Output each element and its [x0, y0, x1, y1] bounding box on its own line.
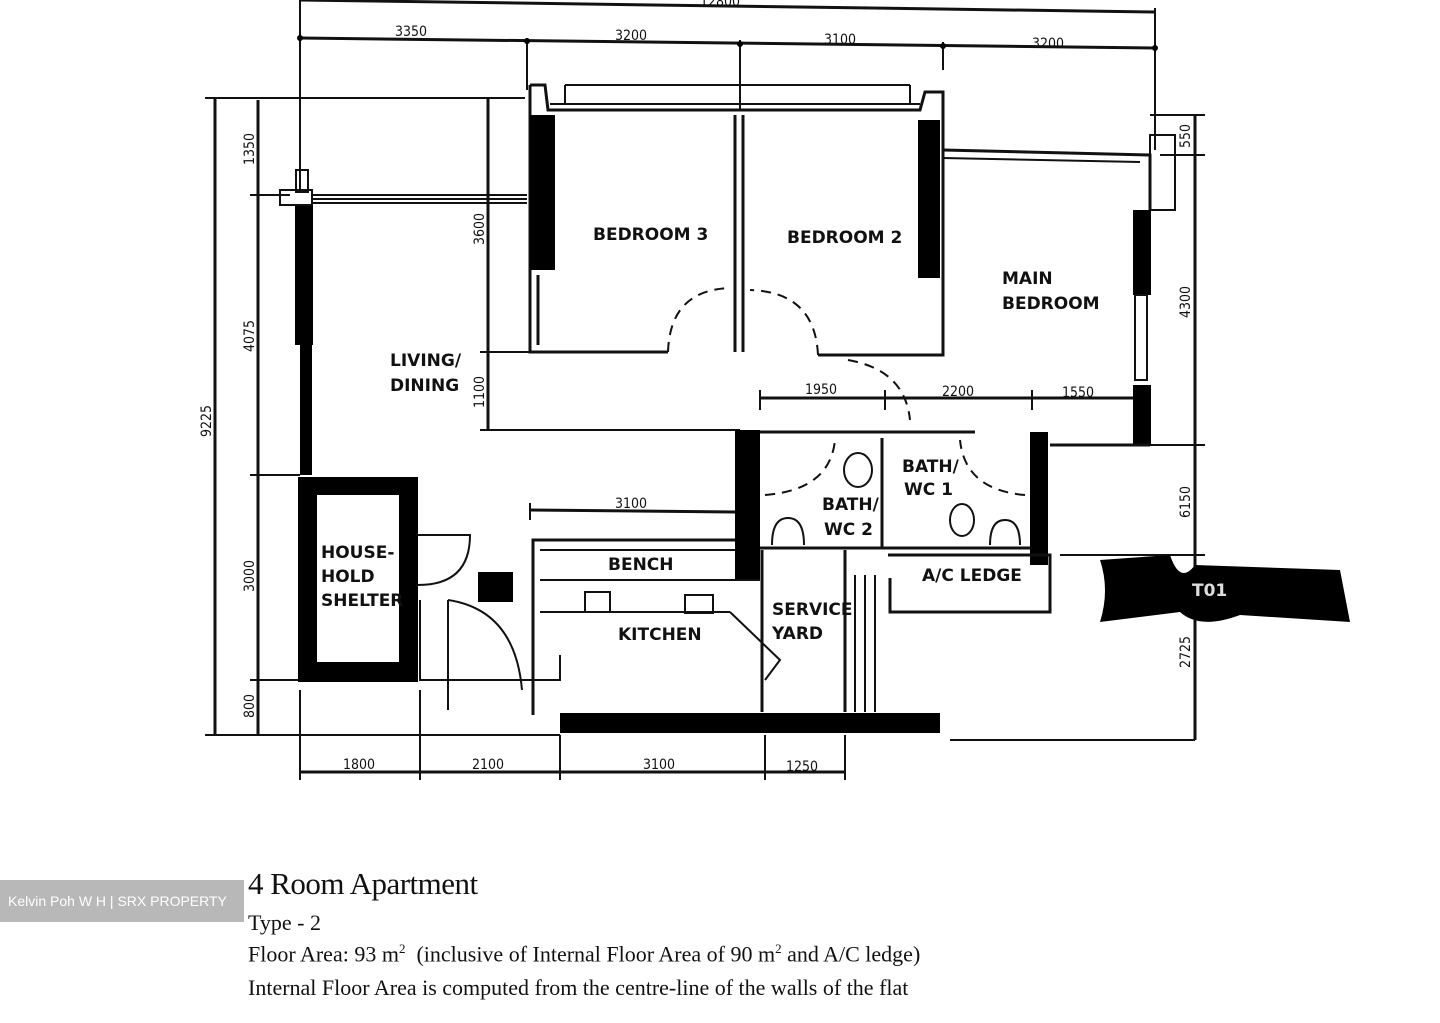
dim-right-1: 550: [1178, 124, 1194, 148]
plan-type: Type - 2: [248, 910, 321, 935]
label-shelter-3: SHELTER: [321, 591, 403, 611]
dim-overall-top: 12800: [700, 0, 740, 10]
plan-title: 4 Room Apartment: [248, 866, 478, 901]
label-ac-ledge: A/C LEDGE: [922, 566, 1022, 586]
label-bath-1b: WC 1: [904, 480, 953, 500]
label-bedroom-2: BEDROOM 2: [787, 228, 902, 248]
label-bedroom-3: BEDROOM 3: [593, 225, 708, 245]
dim-left-overall: 9225: [199, 405, 215, 437]
label-shelter-2: HOLD: [321, 567, 375, 587]
floor-area-suffix: and A/C ledge): [781, 941, 921, 967]
walls: [279, 83, 1350, 733]
dim-bottom-3: 3100: [643, 757, 675, 773]
watermark: Kelvin Poh W H | SRX PROPERTY: [0, 880, 244, 922]
floor-area-sup: 2: [398, 941, 406, 956]
label-bath-1a: BATH/: [902, 457, 960, 477]
floor-area-prefix: Floor Area: 93 m: [248, 941, 399, 967]
dim-top-2: 3200: [615, 28, 647, 44]
dim-bottom-1: 1800: [343, 757, 375, 773]
label-main-bedroom-2: BEDROOM: [1002, 294, 1100, 314]
label-unit: T01: [1192, 581, 1227, 601]
dimension-lines: [205, 0, 1205, 780]
floor-area-mid: (inclusive of Internal Floor Area of 90 …: [405, 941, 776, 967]
dim-left-4: 800: [242, 694, 258, 718]
dim-right-4: 2725: [1178, 636, 1194, 668]
floor-area-note: Internal Floor Area is computed from the…: [248, 975, 909, 1000]
dim-bottom-4: 1250: [786, 759, 818, 775]
dim-right-3: 6150: [1178, 486, 1194, 518]
label-bath-2a: BATH/: [822, 495, 880, 515]
label-bath-2b: WC 2: [824, 520, 873, 540]
label-kitchen: KITCHEN: [618, 625, 702, 645]
dim-top-4: 3200: [1032, 36, 1064, 52]
dim-top-1: 3350: [395, 24, 427, 40]
label-shelter-1: HOUSE-: [321, 543, 394, 563]
dim-corridor-3: 1550: [1062, 385, 1094, 401]
label-service-1: SERVICE: [772, 600, 853, 620]
label-service-2: YARD: [771, 624, 823, 644]
dim-top-3: 3100: [824, 32, 856, 48]
dim-corridor-2: 2200: [942, 384, 974, 400]
dim-kitchen-width: 3100: [615, 496, 647, 512]
label-main-bedroom-1: MAIN: [1002, 269, 1053, 289]
dim-left-3: 3000: [242, 560, 258, 592]
dim-right-2: 4300: [1178, 286, 1194, 318]
floor-area-sup-2: 2: [775, 941, 782, 956]
label-living-2: DINING: [390, 376, 459, 396]
dim-bedroom-depth: 3600: [472, 213, 488, 245]
label-bench: BENCH: [608, 555, 674, 575]
dim-bottom-2: 2100: [472, 757, 504, 773]
dim-left-2: 4075: [242, 320, 258, 352]
dim-corridor-1: 1950: [805, 382, 837, 398]
floor-area: Floor Area: 93 m2 (inclusive of Internal…: [248, 941, 920, 967]
dim-left-1: 1350: [242, 133, 258, 165]
label-living-1: LIVING/: [390, 351, 462, 371]
dim-living: 1100: [472, 376, 488, 408]
